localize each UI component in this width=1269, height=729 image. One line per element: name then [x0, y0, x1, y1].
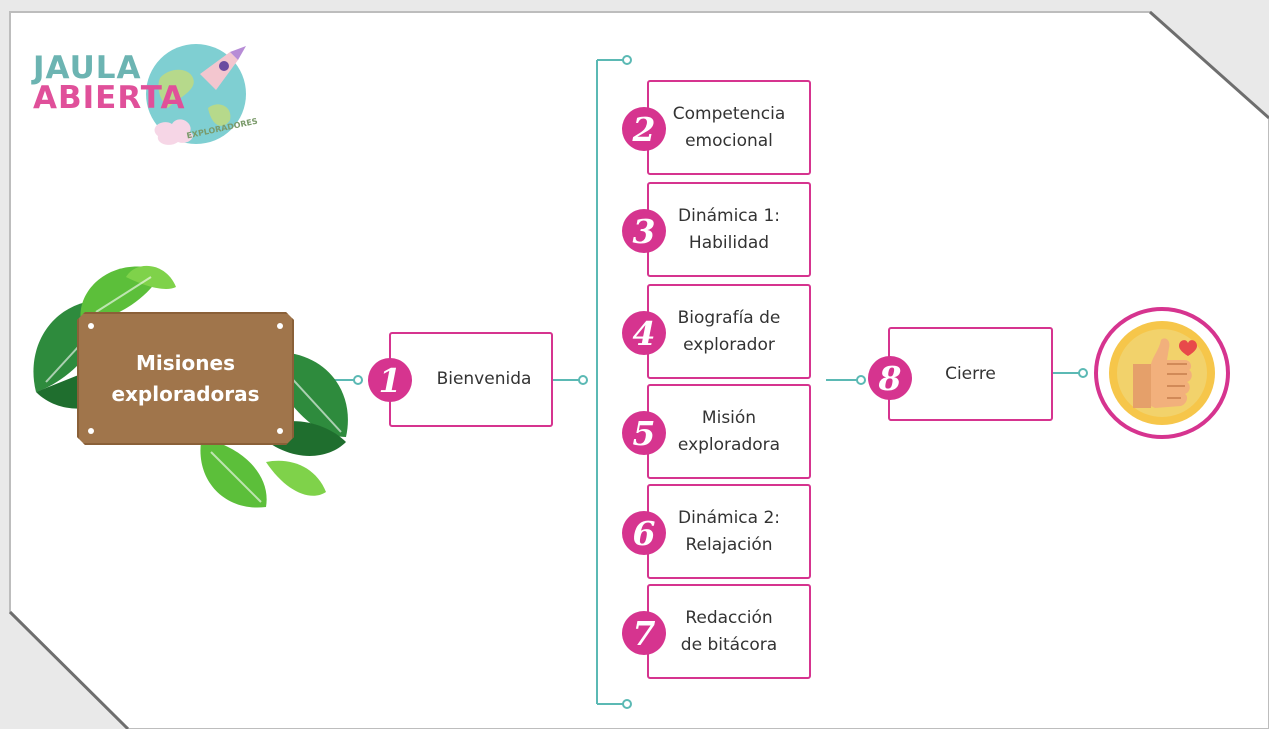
step-4-number: 4 — [622, 311, 666, 355]
thumbs-up-heart-icon — [1094, 307, 1230, 439]
step-1-number: 1 — [368, 358, 412, 402]
root-node-label: Misiones exploradoras — [111, 350, 260, 406]
step-8-number: 8 — [868, 356, 912, 400]
step-3-number: 3 — [622, 209, 666, 253]
step-6-label: Dinámica 2: Relajación — [678, 507, 780, 555]
step-1-label: Bienvenida — [436, 369, 532, 389]
step-7-box: Redacción de bitácora — [647, 584, 811, 679]
step-7-number: 7 — [622, 611, 666, 655]
step-1-box: Bienvenida — [389, 332, 553, 427]
logo-line1: JAULA — [33, 50, 142, 86]
step-4-label: Biografía de explorador — [677, 307, 781, 355]
step-2-label: Competencia emocional — [672, 103, 786, 151]
step-8-box: Cierre — [888, 327, 1053, 421]
step-5-number: 5 — [622, 411, 666, 455]
step-2-number: 2 — [622, 107, 666, 151]
step-5-label: Misión exploradora — [677, 407, 781, 455]
step-8-label: Cierre — [945, 363, 996, 384]
globe-rocket-icon — [146, 44, 246, 145]
step-4-box: Biografía de explorador — [647, 284, 811, 379]
connector-lines — [294, 55, 1088, 709]
step-2-box: Competencia emocional — [647, 80, 811, 175]
root-node-sign: Misiones exploradoras — [77, 312, 294, 445]
step-6-box: Dinámica 2: Relajación — [647, 484, 811, 579]
step-7-label: Redacción de bitácora — [680, 607, 778, 655]
step-6-number: 6 — [622, 511, 666, 555]
step-5-box: Misión exploradora — [647, 384, 811, 479]
sign-nails — [88, 323, 283, 434]
step-3-box: Dinámica 1: Habilidad — [647, 182, 811, 277]
logo-line2: ABIERTA — [33, 80, 186, 116]
step-3-label: Dinámica 1: Habilidad — [678, 205, 780, 253]
